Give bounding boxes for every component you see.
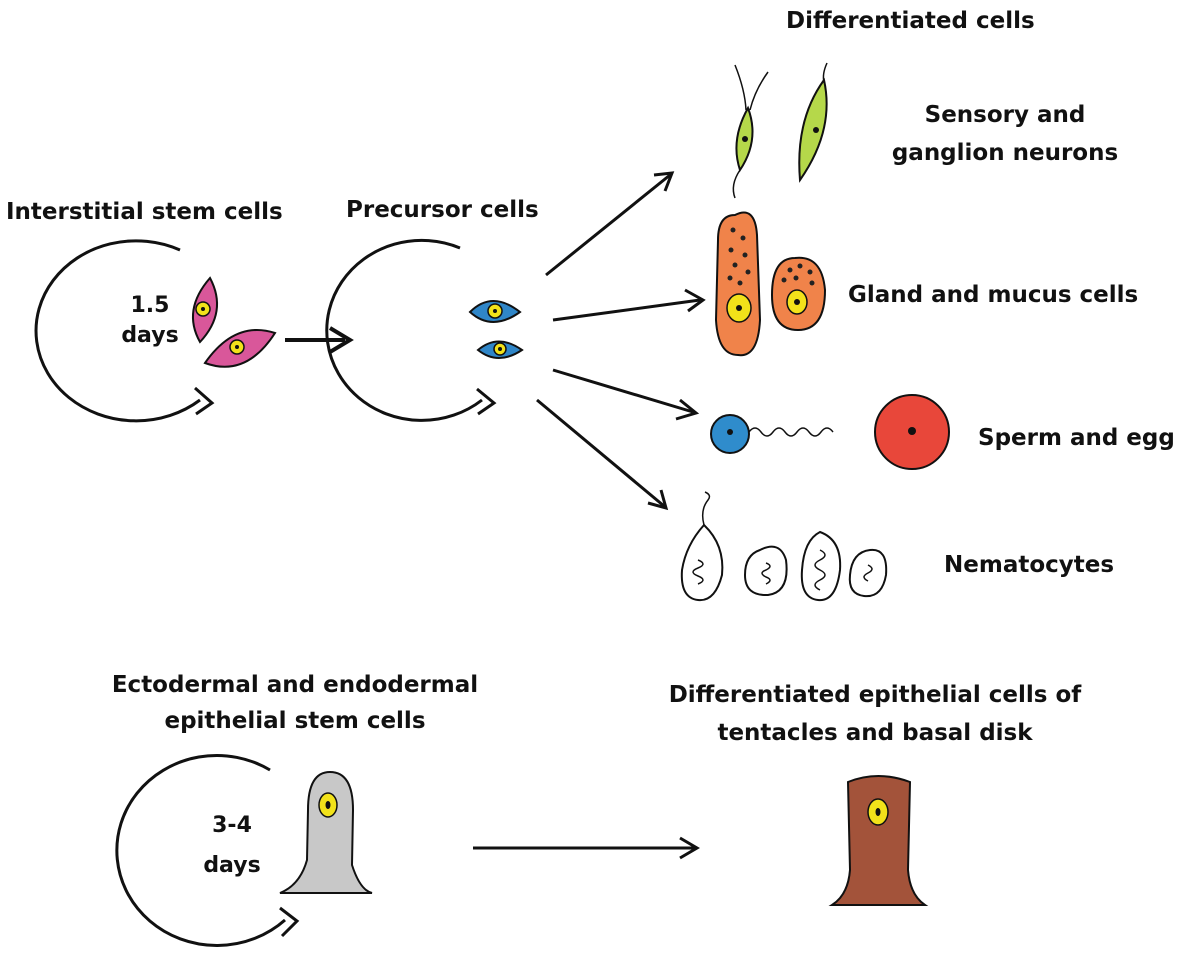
neurons-label-line1: Sensory and — [924, 102, 1086, 128]
interstitial-cycle-unit: days — [121, 323, 179, 348]
neurons-label-line2: ganglion neurons — [891, 140, 1119, 166]
precursor-cycle-arrow — [325, 238, 497, 422]
arrow-to-precursor — [285, 326, 354, 354]
arrow-to-neurons — [545, 173, 671, 277]
interstitial-stem-cells-label: Interstitial stem cells — [6, 199, 283, 225]
epithelial-stem-cell — [279, 770, 373, 894]
arrow-to-germ — [552, 368, 694, 414]
interstitial-cycle-value: 1.5 — [130, 293, 170, 318]
germ-cells — [710, 394, 950, 470]
gland-cells-label: Gland and mucus cells — [848, 282, 1139, 308]
germ-cells-label: Sperm and egg — [978, 425, 1175, 451]
epithelial-cycle-arrow — [115, 753, 300, 947]
epithelial-label-line1: Ectodermal and endodermal — [111, 672, 479, 698]
differentiated-epithelial-label-line1: Differentiated epithelial cells of — [668, 682, 1082, 708]
interstitial-stem-cells — [192, 276, 277, 368]
epithelial-label-line2: epithelial stem cells — [164, 708, 426, 734]
gland-cells — [714, 211, 827, 357]
epithelial-cycle-unit: days — [203, 853, 261, 878]
fate-arrows — [536, 171, 706, 511]
precursor-cells — [468, 300, 524, 359]
precursor-cells-label: Precursor cells — [346, 197, 539, 223]
nematocyte — [800, 530, 842, 602]
nematocytes-label: Nematocytes — [944, 552, 1115, 578]
arrow-to-nematocytes — [536, 398, 665, 508]
interstitial-cycle-arrow — [34, 239, 215, 423]
arrow-to-gland — [552, 298, 701, 322]
differentiated-epithelial-label-line2: tentacles and basal disk — [717, 720, 1033, 746]
differentiated-cells-heading: Differentiated cells — [786, 8, 1035, 34]
arrow-to-differentiated-epithelial — [473, 836, 700, 860]
nematocyte-cells — [680, 491, 888, 602]
neuron — [798, 77, 828, 183]
differentiated-epithelial-cell — [828, 775, 929, 906]
epithelial-cycle-value: 3-4 — [212, 813, 252, 838]
neuron-cells — [732, 62, 828, 199]
